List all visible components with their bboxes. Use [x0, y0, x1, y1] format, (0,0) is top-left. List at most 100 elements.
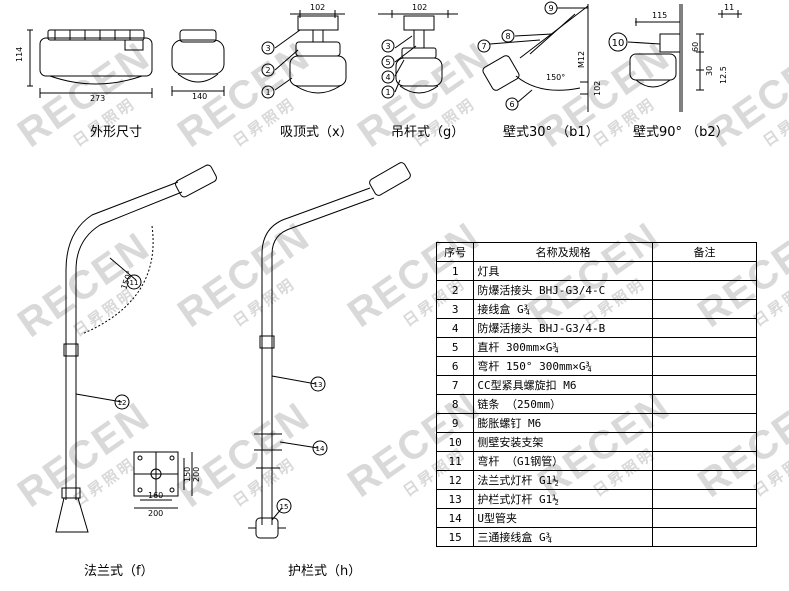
table-cell-name: 侧壁安装支架 — [473, 432, 654, 452]
dim-flange-w-outer: 200 — [148, 509, 163, 518]
dim-wall30-arm: 102 — [593, 81, 602, 96]
callout-rail-13: 13 — [314, 381, 323, 389]
dim-wall90-top: 11 — [724, 3, 734, 12]
table-cell-remark — [652, 318, 757, 338]
table-cell-no: 14 — [435, 508, 475, 528]
table-cell-no: 8 — [435, 394, 475, 414]
table-cell-no: 9 — [435, 413, 475, 433]
dim-wall30-bolt: M12 — [577, 51, 586, 68]
wall30-mount-view — [482, 4, 589, 112]
callout-ceiling-2: 2 — [265, 66, 270, 75]
dim-outline-depth: 140 — [192, 92, 207, 101]
dim-flange-h-inner: 150 — [183, 467, 192, 482]
dim-outline-width: 273 — [90, 94, 105, 103]
header-remark: 备注 — [652, 242, 757, 262]
flange-pole-view — [55, 164, 217, 533]
table-cell-name: 法兰式灯杆 G1½ — [473, 470, 654, 490]
callout-pendant-4: 4 — [385, 73, 390, 82]
table-cell-remark — [652, 375, 757, 395]
callout-flange-11: 11 — [130, 279, 139, 287]
caption-pendant: 吊杆式（g） — [391, 125, 465, 140]
callout-pendant-3: 3 — [385, 42, 390, 51]
table-cell-no: 11 — [435, 451, 475, 471]
table-cell-remark — [652, 356, 757, 376]
callout-wall30-8: 8 — [505, 32, 510, 41]
table-cell-remark — [652, 261, 757, 281]
outline-side-view — [171, 29, 225, 96]
wall90-mount-view — [629, 4, 742, 112]
callout-ceiling-1: 1 — [265, 88, 270, 97]
table-cell-remark — [652, 280, 757, 300]
table-cell-remark — [652, 432, 757, 452]
table-cell-remark — [652, 413, 757, 433]
callout-wall30-6: 6 — [509, 100, 514, 109]
caption-rail: 护栏式（h） — [288, 564, 362, 579]
dim-pendant-top: 102 — [412, 3, 427, 12]
dim-wall30-offset: 115 — [652, 11, 667, 20]
dim-flange-h-outer: 200 — [192, 467, 201, 482]
table-cell-remark — [652, 337, 757, 357]
callout-wall90-10: 10 — [612, 38, 625, 49]
callout-circles — [114, 1, 628, 514]
table-cell-name: 防爆活接头 BHJ-G3/4-C — [473, 280, 654, 300]
dim-ceiling-top: 102 — [310, 3, 325, 12]
table-cell-name: U型管夹 — [473, 508, 654, 528]
callout-rail-14: 14 — [316, 445, 325, 453]
ceiling-mount-view — [289, 10, 347, 94]
caption-wall90: 壁式90° （b2） — [633, 125, 729, 140]
table-cell-name: CC型紧具螺旋扣 M6 — [473, 375, 654, 395]
table-cell-remark — [652, 394, 757, 414]
table-cell-remark — [652, 470, 757, 490]
table-cell-no: 15 — [435, 527, 475, 547]
callout-flange-12: 12 — [118, 399, 127, 407]
table-cell-name: 链条 （250mm） — [473, 394, 654, 414]
table-cell-name: 弯杆 150° 300mm×G¾ — [473, 356, 654, 376]
callout-wall30-7: 7 — [481, 42, 486, 51]
table-cell-no: 4 — [435, 318, 475, 338]
table-cell-name: 防爆活接头 BHJ-G3/4-B — [473, 318, 654, 338]
dim-wall90-h3: 12.5 — [719, 66, 728, 84]
caption-outline: 外形尺寸 — [90, 125, 143, 140]
table-cell-name: 三通接线盒 G¾ — [473, 527, 654, 547]
dim-wall30-angle: 150° — [546, 73, 565, 82]
table-cell-remark — [652, 451, 757, 471]
callout-leaders — [75, 7, 661, 521]
table-cell-name: 护栏式灯杆 G1½ — [473, 489, 654, 509]
table-cell-remark — [652, 299, 757, 319]
table-cell-name: 灯具 — [473, 261, 654, 281]
caption-flange: 法兰式（f） — [84, 564, 154, 579]
table-cell-no: 5 — [435, 337, 475, 357]
caption-wall30: 壁式30° （b1） — [503, 125, 599, 140]
header-no: 序号 — [435, 242, 475, 262]
table-cell-no: 13 — [435, 489, 475, 509]
header-name: 名称及规格 — [473, 242, 654, 262]
table-cell-name: 接线盒 G¾ — [473, 299, 654, 319]
table-cell-no: 6 — [435, 356, 475, 376]
pendant-mount-view — [378, 10, 458, 94]
dim-wall90-h1: 60 — [691, 42, 700, 52]
table-cell-no: 12 — [435, 470, 475, 490]
parts-table-header: 序号 名称及规格 备注 — [435, 242, 757, 262]
table-cell-no: 10 — [435, 432, 475, 452]
table-cell-name: 直杆 300mm×G¾ — [473, 337, 654, 357]
callout-wall30-9: 9 — [548, 4, 553, 13]
dim-wall90-h2: 30 — [705, 66, 714, 76]
guardrail-pole-view — [248, 162, 411, 539]
table-cell-no: 7 — [435, 375, 475, 395]
table-cell-name: 膨胀螺钉 M6 — [473, 413, 654, 433]
